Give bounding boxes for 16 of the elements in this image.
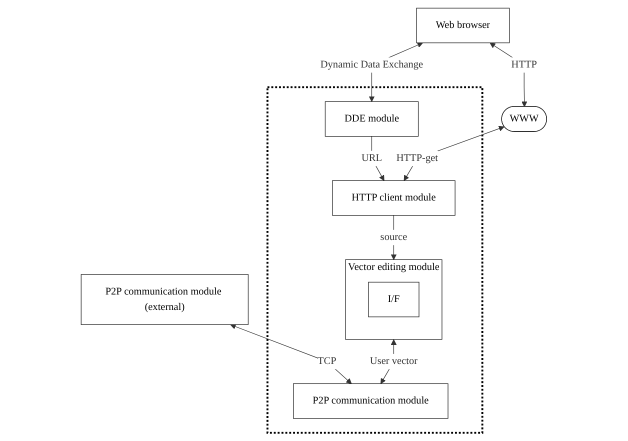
arrow: [230, 324, 352, 384]
edge-label: HTTP-get: [396, 152, 438, 164]
node-box: Web browser: [416, 8, 510, 44]
edge-label: TCP: [318, 356, 336, 367]
node-box: DDE module: [324, 101, 419, 137]
edge-label: source: [380, 232, 408, 243]
node-box: I/F: [368, 282, 420, 318]
edge-label: Dynamic Data Exchange: [320, 59, 424, 70]
node-box: HTTP client module: [332, 180, 456, 216]
node-box: P2P communication module (external): [80, 274, 249, 325]
node-box: P2P communication module: [293, 383, 448, 419]
edge-label: URL: [362, 152, 382, 164]
edge-label: HTTP: [511, 59, 538, 70]
arrow: [372, 136, 384, 181]
edge-label: User vector: [370, 356, 418, 367]
cluster: [266, 86, 484, 434]
